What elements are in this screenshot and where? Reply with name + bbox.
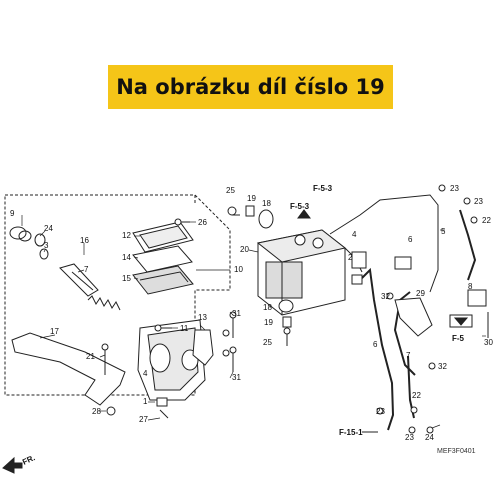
part-label-23-lower: 23 [376, 407, 385, 416]
bolt-23-lower-icon [376, 407, 384, 415]
part-label-24: 24 [44, 224, 53, 233]
boot-icon [9, 226, 32, 242]
joint-bracket-icon [351, 251, 412, 285]
bolt-23-top-icon [438, 184, 446, 192]
part-label-28: 28 [92, 407, 101, 416]
ref-f53-left: F-5-3 [290, 202, 310, 211]
bolt-11-icon [154, 324, 172, 332]
washer-3-icon [39, 248, 49, 260]
bolt-23-right-icon [463, 197, 471, 205]
bolt-22-lower-icon [410, 406, 418, 414]
part-label-30: 30 [484, 338, 493, 347]
part-label-19-lower: 19 [264, 318, 273, 327]
circlip-icon [34, 233, 46, 247]
ref-f151: F-15-1 [339, 428, 363, 437]
part-label-6: 6 [408, 235, 413, 244]
part-label-23-top: 23 [450, 184, 459, 193]
bolt-31-lower-icon [222, 346, 237, 372]
abs-modulator-icon [256, 229, 347, 316]
assembly-outline-box [4, 194, 231, 396]
part-label-16: 16 [80, 236, 89, 245]
ref-f5: F-5 [452, 334, 465, 343]
part-label-31-lower: 31 [232, 373, 241, 382]
part-label-8: 8 [468, 282, 473, 291]
brake-lever-icon [11, 332, 126, 406]
bolt-25-lower-icon [283, 327, 291, 346]
brake-pipe-upper [329, 194, 439, 293]
piston-set-icon [59, 263, 99, 297]
part-label-7: 7 [84, 265, 89, 274]
pivot-bolt-icon [101, 343, 109, 375]
bolt-32-left-icon [386, 292, 394, 300]
part-label-19-upper: 19 [247, 194, 256, 203]
collar-19-lower-icon [282, 316, 292, 328]
part-label-32-right: 32 [438, 362, 447, 371]
bolt-24-lower-icon [426, 426, 434, 434]
part-number-banner: Na obrázku díl číslo 19 [108, 65, 393, 109]
part-label-29: 29 [416, 289, 425, 298]
part-labels: 9 24 3 16 7 17 21 28 12 14 15 26 10 11 1… [10, 184, 493, 442]
part-label-17: 17 [50, 327, 59, 336]
brake-hose-left [361, 267, 395, 431]
part-label-7-lower: 7 [406, 351, 411, 360]
spring-icon [87, 295, 121, 311]
part-label-23-lower2: 23 [405, 433, 414, 442]
bolt-23-lower2-icon [408, 426, 416, 434]
holder-bracket-icon [192, 329, 214, 366]
bolt-25-upper-icon [227, 206, 240, 216]
f5-arrow-icon [449, 314, 473, 328]
part-label-22-right: 22 [482, 216, 491, 225]
bolt-22-right-icon [470, 216, 478, 224]
part-label-6-lower: 6 [373, 340, 378, 349]
collar-19-upper-icon [245, 205, 255, 217]
part-label-3: 3 [44, 241, 49, 250]
part-label-1: 1 [143, 397, 148, 406]
part-label-10: 10 [234, 265, 243, 274]
part-label-13: 13 [198, 313, 207, 322]
part-label-11: 11 [180, 324, 189, 333]
bolt-32-right-icon [428, 362, 436, 370]
part-label-15: 15 [122, 274, 131, 283]
joint-30-icon [467, 289, 489, 338]
part-label-22-lower: 22 [412, 391, 421, 400]
part-label-32-left: 32 [381, 292, 390, 301]
part-label-25-upper: 25 [226, 186, 235, 195]
part-label-25-lower: 25 [263, 338, 272, 347]
part-label-18-upper: 18 [262, 199, 271, 208]
master-cylinder-icon [137, 319, 206, 401]
part-label-24-lower: 24 [425, 433, 434, 442]
front-arrow-icon [2, 456, 23, 474]
part-label-5: 5 [441, 227, 446, 236]
part-label-9: 9 [10, 209, 15, 218]
nut-28-icon [106, 406, 116, 416]
grommet-18-lower-icon [278, 299, 294, 313]
f53-arrow-icon [297, 209, 311, 219]
part-label-18-lower: 18 [263, 303, 272, 312]
bracket-29-icon [394, 297, 433, 337]
diaphragm-plate-icon [132, 245, 193, 273]
part-label-26: 26 [198, 218, 207, 227]
diagram-code: MEF3F0401 [437, 448, 476, 455]
screw-26-icon [174, 218, 190, 226]
reservoir-cap-icon [132, 221, 194, 253]
leader-lines [21, 215, 486, 429]
part-label-27: 27 [139, 415, 148, 424]
ref-f53-top: F-5-3 [313, 184, 333, 193]
banner-text: Na obrázku díl číslo 19 [116, 75, 385, 99]
brake-switch-icon [156, 397, 169, 419]
part-label-4-left: 4 [143, 369, 148, 378]
grommet-18-upper-icon [258, 209, 274, 229]
brake-hose-upper-right [459, 209, 477, 281]
part-label-12: 12 [122, 231, 131, 240]
part-label-21: 21 [86, 352, 95, 361]
diaphragm-icon [132, 265, 194, 295]
part-label-23-right: 23 [474, 197, 483, 206]
part-label-31-upper: 31 [232, 309, 241, 318]
part-label-14: 14 [122, 253, 131, 262]
part-label-2: 2 [348, 253, 353, 262]
ref-front: FR. [21, 453, 36, 467]
part-label-4: 4 [352, 230, 357, 239]
part-label-20: 20 [240, 245, 249, 254]
